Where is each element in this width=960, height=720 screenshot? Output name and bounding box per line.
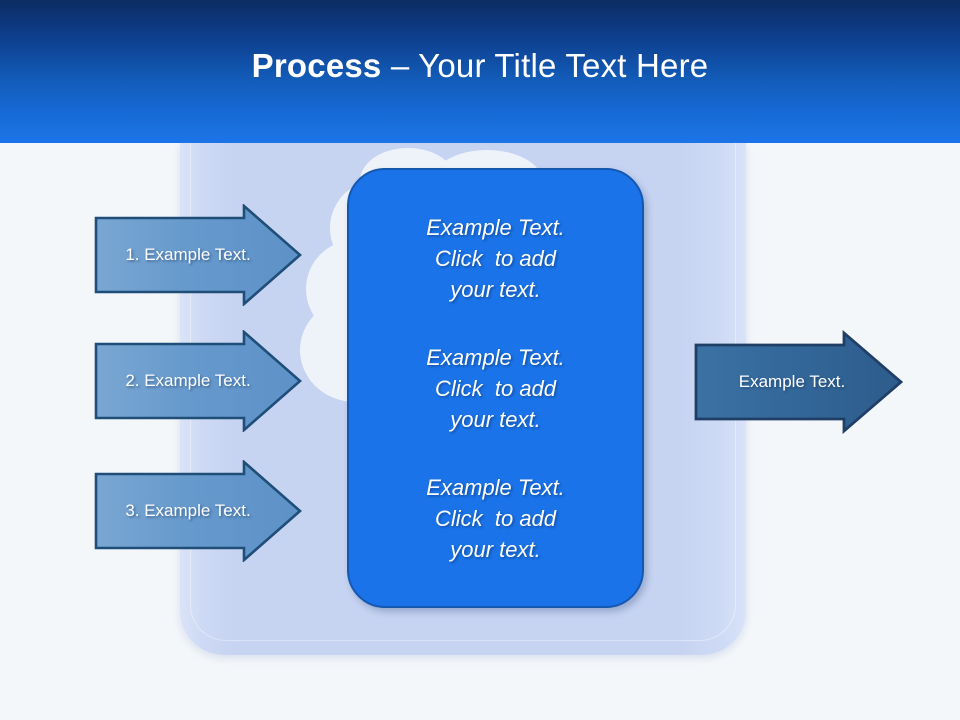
title-bar (0, 0, 960, 137)
page-title-light: – Your Title Text Here (381, 47, 709, 84)
right-arrow-icon (94, 204, 302, 306)
center-text-block-3[interactable]: Example Text. Click to add your text. (426, 475, 565, 562)
input-arrow-3[interactable]: 3. Example Text. (94, 460, 302, 562)
input-arrow-1-label: 1. Example Text. (125, 245, 251, 264)
input-arrow-1[interactable]: 1. Example Text. (94, 204, 302, 306)
right-arrow-icon (94, 460, 302, 562)
input-arrow-2[interactable]: 2. Example Text. (94, 330, 302, 432)
right-arrow-icon (694, 330, 903, 434)
input-arrow-2-label: 2. Example Text. (125, 371, 251, 390)
input-arrow-3-label: 3. Example Text. (125, 501, 251, 520)
center-text-block-1[interactable]: Example Text. Click to add your text. (426, 215, 565, 302)
page-title-strong: Process (251, 47, 382, 84)
title-accent-bar (0, 137, 960, 143)
output-arrow-label: Example Text. (738, 372, 846, 391)
right-arrow-icon (94, 330, 302, 432)
output-arrow[interactable]: Example Text. (694, 330, 903, 434)
center-text-block-2[interactable]: Example Text. Click to add your text. (426, 345, 565, 432)
page-title: Process – Your Title Text Here (0, 46, 960, 86)
center-content-panel[interactable]: Example Text. Click to add your text. Ex… (347, 168, 644, 608)
